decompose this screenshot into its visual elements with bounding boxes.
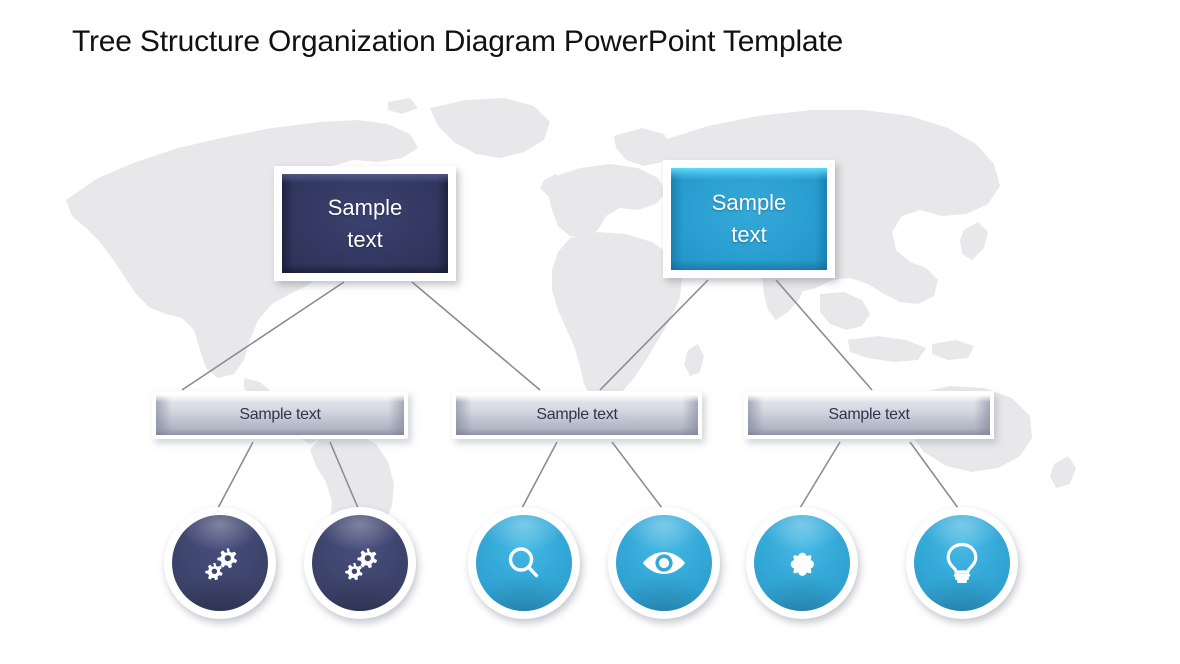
icon-node-puzzle[interactable] (746, 507, 858, 619)
eye-icon (616, 515, 712, 611)
bar-1-label: Sample text (239, 406, 321, 423)
box-cyan-label-line1: Sample (711, 190, 787, 215)
top-node-dark[interactable]: Sample text (274, 166, 456, 281)
bar-2-label: Sample text (536, 406, 618, 423)
page-title: Tree Structure Organization Diagram Powe… (72, 25, 844, 58)
box-dark-label: Sample text (282, 174, 448, 273)
connector-bar3-circle6 (909, 441, 959, 509)
box-cyan-label: Sample text (671, 168, 827, 270)
box-dark-label-line2: text (347, 226, 383, 252)
connector-bar1-circle2 (329, 441, 359, 509)
connector-bar3-circle5 (799, 441, 841, 509)
connector-bar2-circle4 (611, 441, 663, 509)
middle-bar-2[interactable]: Sample text (452, 391, 702, 439)
middle-bar-3[interactable]: Sample text (744, 391, 994, 439)
bar-3-label: Sample text (828, 406, 910, 423)
connector-bar1-circle1 (217, 441, 254, 509)
bar-3-bevel (748, 395, 990, 435)
icon-node-gears-2[interactable] (304, 507, 416, 619)
lightbulb-icon (914, 515, 1010, 611)
connector-boxcyan-bar3 (775, 279, 873, 391)
bar-1-bevel (156, 395, 404, 435)
magnifier-icon (476, 515, 572, 611)
connector-boxdark-bar2 (411, 281, 541, 391)
icon-node-magnifier[interactable] (468, 507, 580, 619)
middle-bar-1[interactable]: Sample text (152, 391, 408, 439)
circle-1-sheen (172, 515, 268, 611)
bar-2-bevel (456, 395, 698, 435)
puzzle-piece-icon (754, 515, 850, 611)
box-dark-label-line1: Sample (327, 194, 403, 220)
box-cyan-bevel (671, 168, 827, 270)
circle-6-sheen (914, 515, 1010, 611)
gears-icon (312, 515, 408, 611)
world-map-background (58, 82, 1158, 552)
connector-boxcyan-bar2 (599, 279, 709, 391)
box-cyan-label-line2: text (731, 222, 767, 247)
icon-node-gears-1[interactable] (164, 507, 276, 619)
circle-3-sheen (476, 515, 572, 611)
icon-node-lightbulb[interactable] (906, 507, 1018, 619)
icon-node-eye[interactable] (608, 507, 720, 619)
connector-boxdark-bar1 (181, 281, 345, 391)
gears-icon (172, 515, 268, 611)
top-node-cyan[interactable]: Sample text (663, 160, 835, 278)
circle-2-sheen (312, 515, 408, 611)
connector-bar2-circle3 (521, 441, 558, 509)
box-dark-bevel (282, 174, 448, 273)
